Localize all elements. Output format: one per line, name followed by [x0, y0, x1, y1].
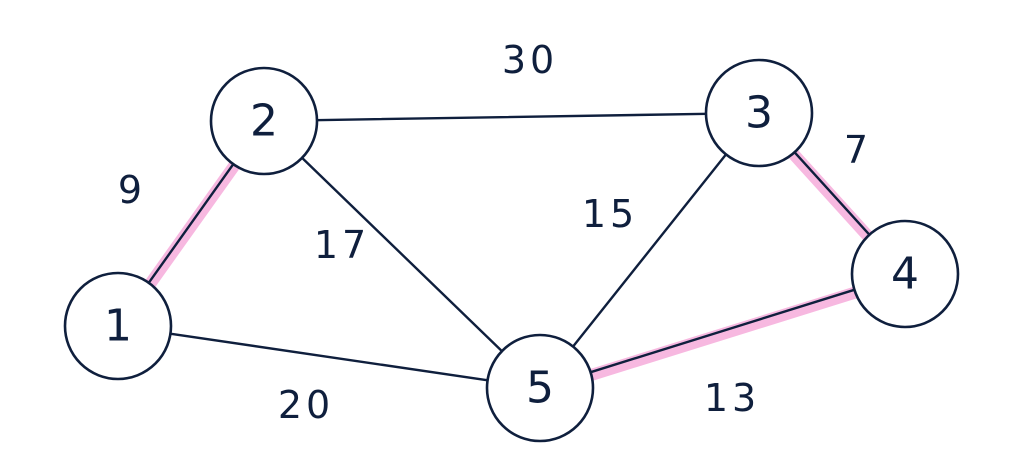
node-1: 1 — [63, 271, 173, 381]
edge-layer — [146, 112, 872, 382]
node-2: 2 — [209, 66, 319, 176]
edge-weight-1-2: 9 — [118, 168, 146, 212]
node-circle-1 — [63, 271, 173, 381]
edge-1-5 — [167, 332, 491, 382]
edge-3-5 — [570, 151, 729, 350]
node-4: 4 — [850, 219, 960, 329]
edge-3-4 — [792, 149, 872, 238]
node-label-2: 2 — [250, 96, 278, 147]
node-circle-3 — [704, 58, 814, 168]
edge-weight-3-4: 7 — [844, 128, 872, 172]
highlight-edge-3-4 — [784, 144, 880, 249]
node-circle-4 — [850, 219, 960, 329]
edge-weight-2-5: 17 — [314, 223, 370, 267]
edge-weight-2-3: 30 — [502, 38, 558, 82]
edge-weight-3-5: 15 — [582, 192, 638, 236]
highlight-layer — [139, 144, 880, 383]
edge-weight-5-4: 13 — [704, 376, 760, 420]
highlight-edge-1-2 — [139, 156, 243, 297]
edge-2-3 — [313, 112, 710, 122]
edge-weight-1-5: 20 — [278, 383, 334, 427]
weight-layer: 9 30 17 15 7 20 13 — [118, 38, 872, 427]
node-label-4: 4 — [891, 249, 919, 300]
node-5: 5 — [485, 333, 595, 443]
highlight-edge-5-4 — [578, 285, 867, 383]
node-label-5: 5 — [526, 363, 554, 414]
node-layer: 1 2 3 4 5 — [63, 58, 960, 443]
node-label-3: 3 — [745, 88, 773, 139]
node-label-1: 1 — [104, 301, 132, 352]
edge-5-4 — [587, 288, 858, 374]
node-3: 3 — [704, 58, 814, 168]
edge-1-2 — [146, 161, 236, 286]
edge-2-5 — [299, 155, 505, 354]
node-circle-5 — [485, 333, 595, 443]
node-circle-2 — [209, 66, 319, 176]
